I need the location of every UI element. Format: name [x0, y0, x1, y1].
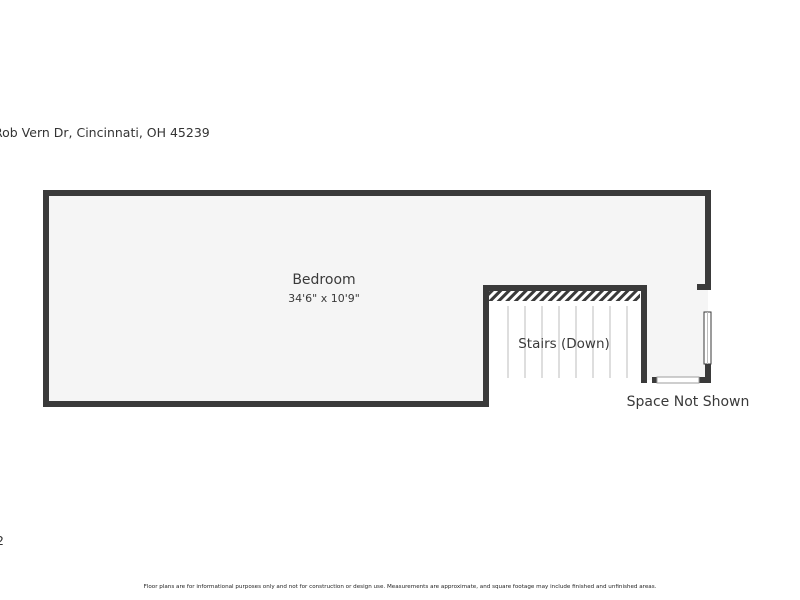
floor-area: [46, 193, 708, 404]
wall-opening: [656, 376, 700, 384]
property-address: Rob Vern Dr, Cincinnati, OH 45239: [0, 125, 210, 140]
stairs-label: Stairs (Down): [518, 336, 610, 352]
bedroom-dimensions: 34'6" x 10'9": [288, 292, 360, 305]
page-number: 2: [0, 533, 4, 548]
stair-treads: [507, 306, 628, 378]
space-not-shown-label: Space Not Shown: [627, 394, 750, 410]
stair-railing: [489, 291, 640, 301]
window: [703, 311, 712, 365]
bedroom-label: Bedroom: [292, 272, 355, 288]
disclaimer: Floor plans are for informational purpos…: [143, 584, 657, 590]
